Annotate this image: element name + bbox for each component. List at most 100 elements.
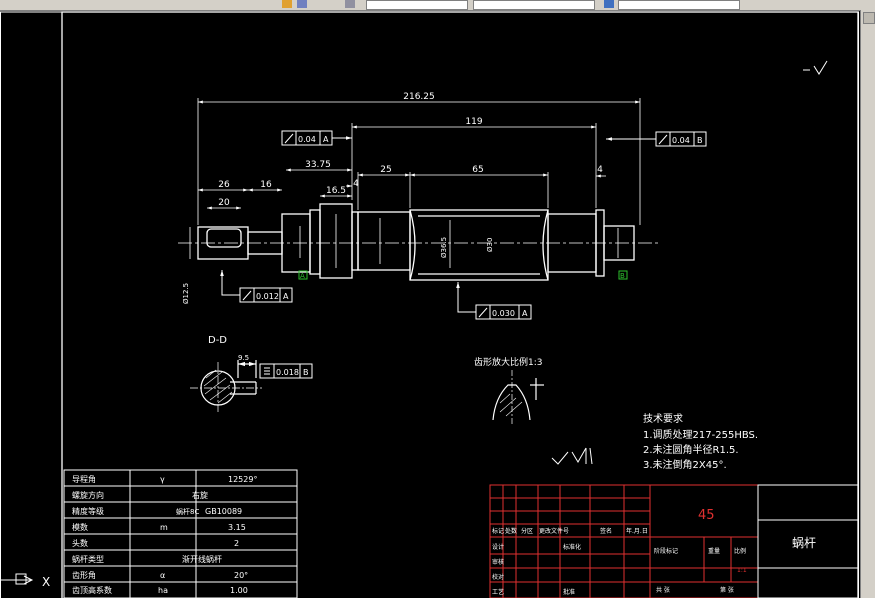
- vertical-scrollbar[interactable]: [860, 10, 875, 598]
- toolbar-icon[interactable]: [282, 0, 292, 8]
- tb-scale: 比例: [734, 547, 746, 555]
- dia-thread: Ø36.5: [440, 237, 448, 258]
- dim-16: 16: [260, 180, 272, 190]
- dia-left: Ø12.5: [182, 283, 190, 304]
- param-label: 蜗杆类型: [72, 554, 104, 564]
- param-value: GB10089: [205, 507, 242, 516]
- param-symbol: α: [160, 571, 165, 580]
- dim-16-5: 16.5: [326, 186, 346, 196]
- param-label: 螺旋方向: [72, 490, 104, 500]
- tooth-detail: [492, 370, 544, 424]
- datum-a: A: [300, 272, 305, 280]
- params-table: [63, 469, 298, 598]
- shaft-detail-lines: [299, 214, 619, 268]
- title-block-grid-white: [757, 484, 859, 598]
- param-label: 模数: [72, 522, 88, 532]
- tb-hdr: 处数: [505, 527, 517, 535]
- dim-119: 119: [465, 117, 482, 127]
- tolerance-texts: 0.04 A 0.04 B 0.012 A 0.030 A 0.018 B: [256, 135, 703, 377]
- scroll-up-button[interactable]: [863, 12, 875, 24]
- toolbar-icon[interactable]: [345, 0, 355, 8]
- param-symbol: ha: [158, 586, 168, 595]
- param-label: 头数: [72, 538, 88, 548]
- tech-notes: 技术要求 1.调质处理217-255HBS. 2.未注圆角半径R1.5. 3.未…: [643, 412, 758, 471]
- param-value: 右旋: [192, 490, 208, 500]
- note-2: 2.未注圆角半径R1.5.: [643, 443, 739, 456]
- param-symbol: 蜗杆8C: [176, 507, 199, 516]
- tol-key-value: 0.012: [256, 292, 279, 301]
- tb-approve: 批准: [563, 588, 575, 596]
- tol-top-right-ref: B: [697, 136, 703, 145]
- tb-hdr: 分区: [521, 527, 533, 535]
- tol-dd-ref: B: [303, 368, 309, 377]
- title-block-texts: 45 蜗杆 标记 处数 分区 更改文件号 签名 年.月.日 设计 标准化 阶段标…: [492, 508, 816, 596]
- tb-hdr: 年.月.日: [626, 527, 648, 535]
- diameter-texts: Ø36.5 Ø30 Ø12.5: [182, 237, 494, 304]
- param-value: 3.15: [228, 523, 246, 532]
- note-1: 1.调质处理217-255HBS.: [643, 429, 758, 441]
- roughness-symbol-corner: [803, 60, 828, 75]
- dim-20: 20: [218, 198, 230, 208]
- tb-stage: 阶段标记: [654, 547, 678, 555]
- tb-process: 工艺: [492, 588, 504, 596]
- toolbar-icon[interactable]: [297, 0, 307, 8]
- tol-bottom-ref: A: [522, 309, 528, 318]
- dim-4-right: 4: [597, 165, 603, 175]
- dim-4-left: 4: [353, 179, 359, 189]
- dim-33-75: 33.75: [305, 160, 331, 170]
- note-3: 3.未注倒角2X45°.: [643, 458, 727, 471]
- toolbar-icon[interactable]: [604, 0, 614, 8]
- style-dropdown[interactable]: [473, 0, 595, 10]
- ucs-icon: [0, 573, 34, 585]
- dimension-texts: 216.25 119 33.75 16.5 26 16 20 25 65 4 4: [218, 92, 603, 208]
- dia-gear: Ø30: [486, 238, 494, 252]
- tb-hdr: 签名: [600, 527, 612, 535]
- section-dim: 9.5: [238, 354, 249, 362]
- tb-weight: 重量: [708, 547, 720, 555]
- tb-scale-value: 1:1: [737, 567, 747, 574]
- param-value: 渐开线蜗杆: [182, 554, 222, 564]
- tol-top-left-value: 0.04: [298, 135, 316, 144]
- tb-design: 设计: [492, 543, 504, 551]
- tb-standard: 标准化: [563, 543, 581, 551]
- title-block-grid-red: [489, 484, 759, 598]
- detail-label: 齿形放大比例1:3: [474, 356, 543, 368]
- param-label: 精度等级: [72, 506, 104, 516]
- tb-material: 45: [698, 508, 715, 523]
- dim-overall: 216.25: [403, 92, 435, 102]
- tol-bottom-value: 0.030: [492, 309, 515, 318]
- lineweight-dropdown[interactable]: [618, 0, 740, 10]
- shaft-view: [178, 203, 660, 281]
- dim-26: 26: [218, 180, 230, 190]
- tol-top-left-ref: A: [323, 135, 329, 144]
- param-value: 20°: [234, 571, 248, 580]
- ucs-x-label: X: [42, 575, 50, 589]
- cad-toolbar: [0, 0, 875, 11]
- layer-dropdown[interactable]: [366, 0, 468, 10]
- section-label: D-D: [208, 335, 227, 346]
- section-view: [190, 360, 262, 414]
- tb-hdr: 更改文件号: [539, 527, 569, 535]
- param-label: 齿顶高系数: [72, 585, 112, 595]
- datum-markers: A B: [298, 270, 628, 280]
- param-value: 2: [234, 539, 239, 548]
- param-symbol: m: [160, 523, 168, 532]
- tb-hdr: 标记: [492, 527, 504, 535]
- tb-check: 审核: [492, 558, 504, 566]
- tb-proofread: 校对: [492, 573, 504, 581]
- tolerance-frames: [220, 130, 707, 379]
- datum-b: B: [620, 272, 625, 280]
- param-symbol: γ: [160, 475, 165, 484]
- param-value: 1.00: [230, 586, 248, 595]
- params-texts: 导程角 γ 12529° 螺旋方向 右旋 精度等级 蜗杆8C GB10089 模…: [72, 474, 257, 595]
- dim-25: 25: [380, 165, 391, 175]
- drawing-canvas[interactable]: 216.25 119 33.75 16.5 26 16 20 25 65 4 4…: [0, 10, 860, 598]
- tol-top-right-value: 0.04: [672, 136, 690, 145]
- notes-title: 技术要求: [643, 412, 683, 425]
- tol-key-ref: A: [283, 292, 289, 301]
- param-value: 12529°: [228, 475, 257, 484]
- roughness-general: [551, 447, 593, 465]
- tb-sheet-no: 第 张: [720, 586, 734, 594]
- inner-border: [61, 11, 859, 598]
- tol-dd-value: 0.018: [276, 368, 299, 377]
